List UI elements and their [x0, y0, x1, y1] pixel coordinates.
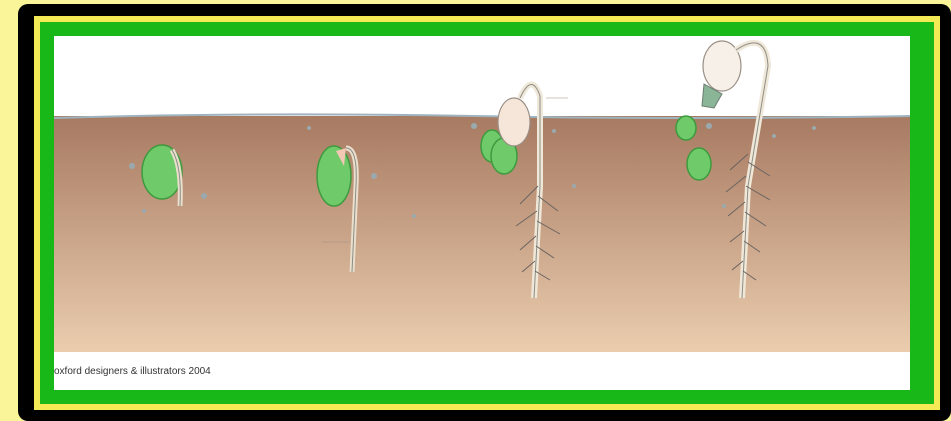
germination-diagram-panel: oxford designers & illustrators 2004 — [54, 36, 910, 390]
germination-illustration — [54, 36, 910, 390]
copyright-credit: oxford designers & illustrators 2004 — [54, 366, 211, 377]
